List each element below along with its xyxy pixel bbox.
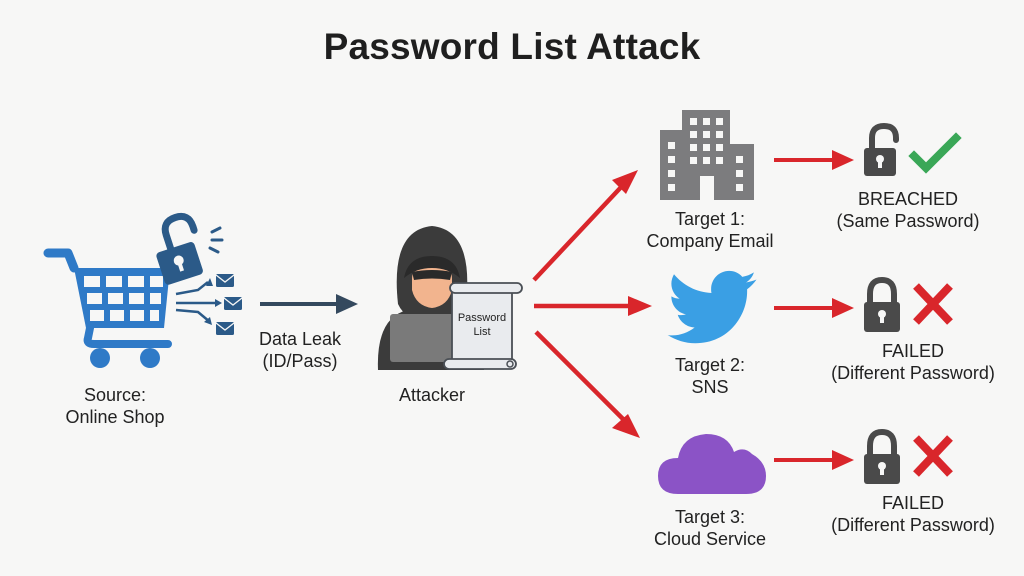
locked-padlock-icon [864, 428, 900, 484]
unlocked-padlock-icon [864, 122, 899, 176]
leak-label: Data Leak (ID/Pass) [258, 329, 342, 371]
leak-arrow [260, 294, 358, 314]
result-3-label: FAILED (Different Password) [831, 493, 995, 535]
cloud-icon [658, 434, 766, 494]
diagram-title: Password List Attack [323, 26, 701, 67]
result-arrow-3 [774, 450, 854, 470]
target-1-label: Target 1: Company Email [646, 209, 774, 251]
shopping-cart-icon [43, 248, 172, 368]
target-3-label: Target 3: Cloud Service [653, 507, 767, 549]
building-icon [660, 110, 754, 200]
attacker-label: Attacker [398, 385, 466, 405]
result-arrow-2 [774, 298, 854, 318]
x-mark-icon [913, 283, 953, 325]
arrow-to-target-3 [534, 330, 640, 438]
email-envelope-icons [215, 274, 243, 335]
x-mark-icon [913, 435, 953, 477]
bird-icon [667, 270, 757, 344]
target-2-label: Target 2: SNS [674, 355, 746, 397]
result-1-label: BREACHED (Same Password) [836, 189, 980, 231]
result-2-label: FAILED (Different Password) [831, 341, 995, 383]
locked-padlock-icon [864, 276, 900, 332]
unlocked-padlock-icon [156, 212, 203, 285]
leak-arrows [175, 281, 218, 323]
result-arrow-1 [774, 150, 854, 170]
result-3-icons [864, 428, 953, 484]
result-1-icons [864, 122, 962, 176]
checkmark-icon [908, 132, 962, 174]
arrow-to-target-2 [534, 296, 652, 316]
attack-arrows [532, 170, 652, 438]
password-list-scroll-icon [443, 282, 523, 370]
password-list-text: Password List [457, 312, 507, 338]
burst-lines-icon [208, 226, 224, 254]
arrow-to-target-1 [532, 170, 638, 282]
source-node [43, 212, 243, 368]
source-label: Source: Online Shop [65, 385, 165, 427]
result-2-icons [864, 276, 953, 332]
